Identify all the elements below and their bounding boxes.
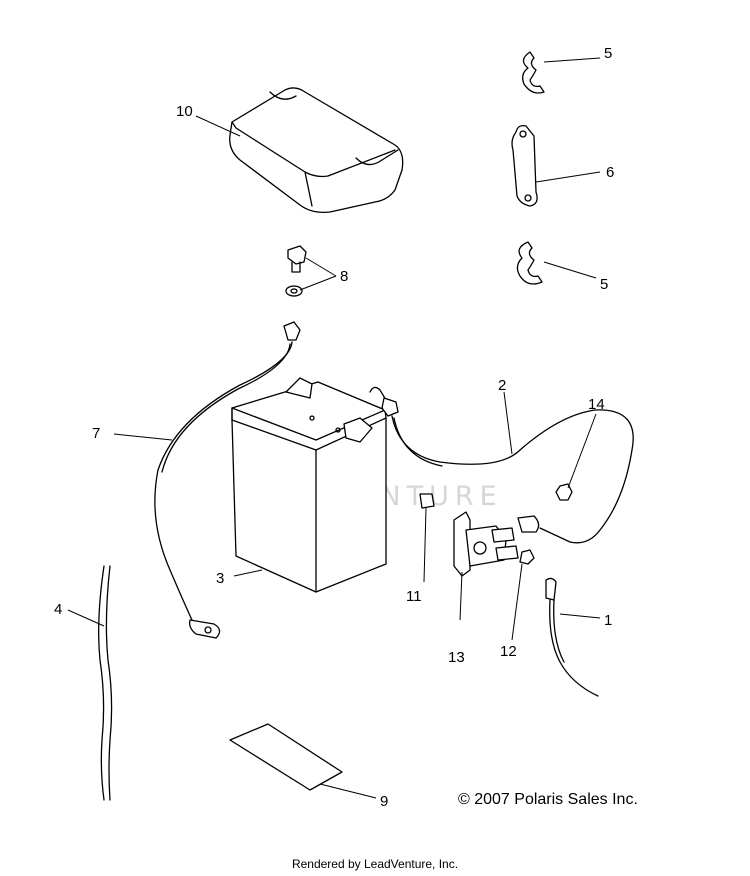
short-cable-part	[545, 577, 599, 697]
callout-1: 1	[604, 612, 612, 629]
decal-part	[229, 723, 343, 791]
callout-13: 13	[448, 649, 465, 666]
copyright-text: © 2007 Polaris Sales Inc.	[458, 791, 638, 808]
footer-text: Rendered by LeadVenture, Inc.	[291, 857, 459, 871]
nut-12-part	[519, 549, 535, 565]
callout-8: 8	[340, 268, 348, 285]
callout-11: 11	[406, 588, 422, 605]
bracket-part	[511, 124, 538, 207]
callout-10: 9	[380, 793, 388, 810]
positive-cable-part	[369, 386, 634, 544]
callout-9: 10	[176, 103, 193, 120]
solenoid-part	[453, 511, 519, 577]
callout-5-lower: 5	[600, 276, 608, 293]
callout-12: 12	[500, 643, 517, 660]
leader-lines	[67, 57, 601, 799]
clip-lower-part	[516, 241, 543, 285]
negative-cable-part	[154, 321, 301, 639]
callout-numbers: 10 5 6 5 8 7 2 14 3 11 13 12 1 4 9	[54, 45, 614, 810]
clip-upper-part	[522, 51, 545, 94]
callout-3: 3	[216, 570, 224, 587]
callout-2: 2	[498, 377, 506, 394]
battery-part	[231, 377, 387, 593]
callout-5-upper: 5	[604, 45, 612, 62]
callout-6: 6	[606, 164, 614, 181]
battery-cover-part	[229, 87, 404, 213]
callout-4: 4	[54, 601, 62, 618]
callout-14: 14	[588, 396, 605, 413]
bolt-11-part	[419, 493, 435, 509]
nut-14-part	[555, 483, 573, 501]
callout-7: 7	[92, 425, 100, 442]
bolt-washer-part	[285, 245, 307, 297]
vent-tube-part	[98, 565, 113, 801]
